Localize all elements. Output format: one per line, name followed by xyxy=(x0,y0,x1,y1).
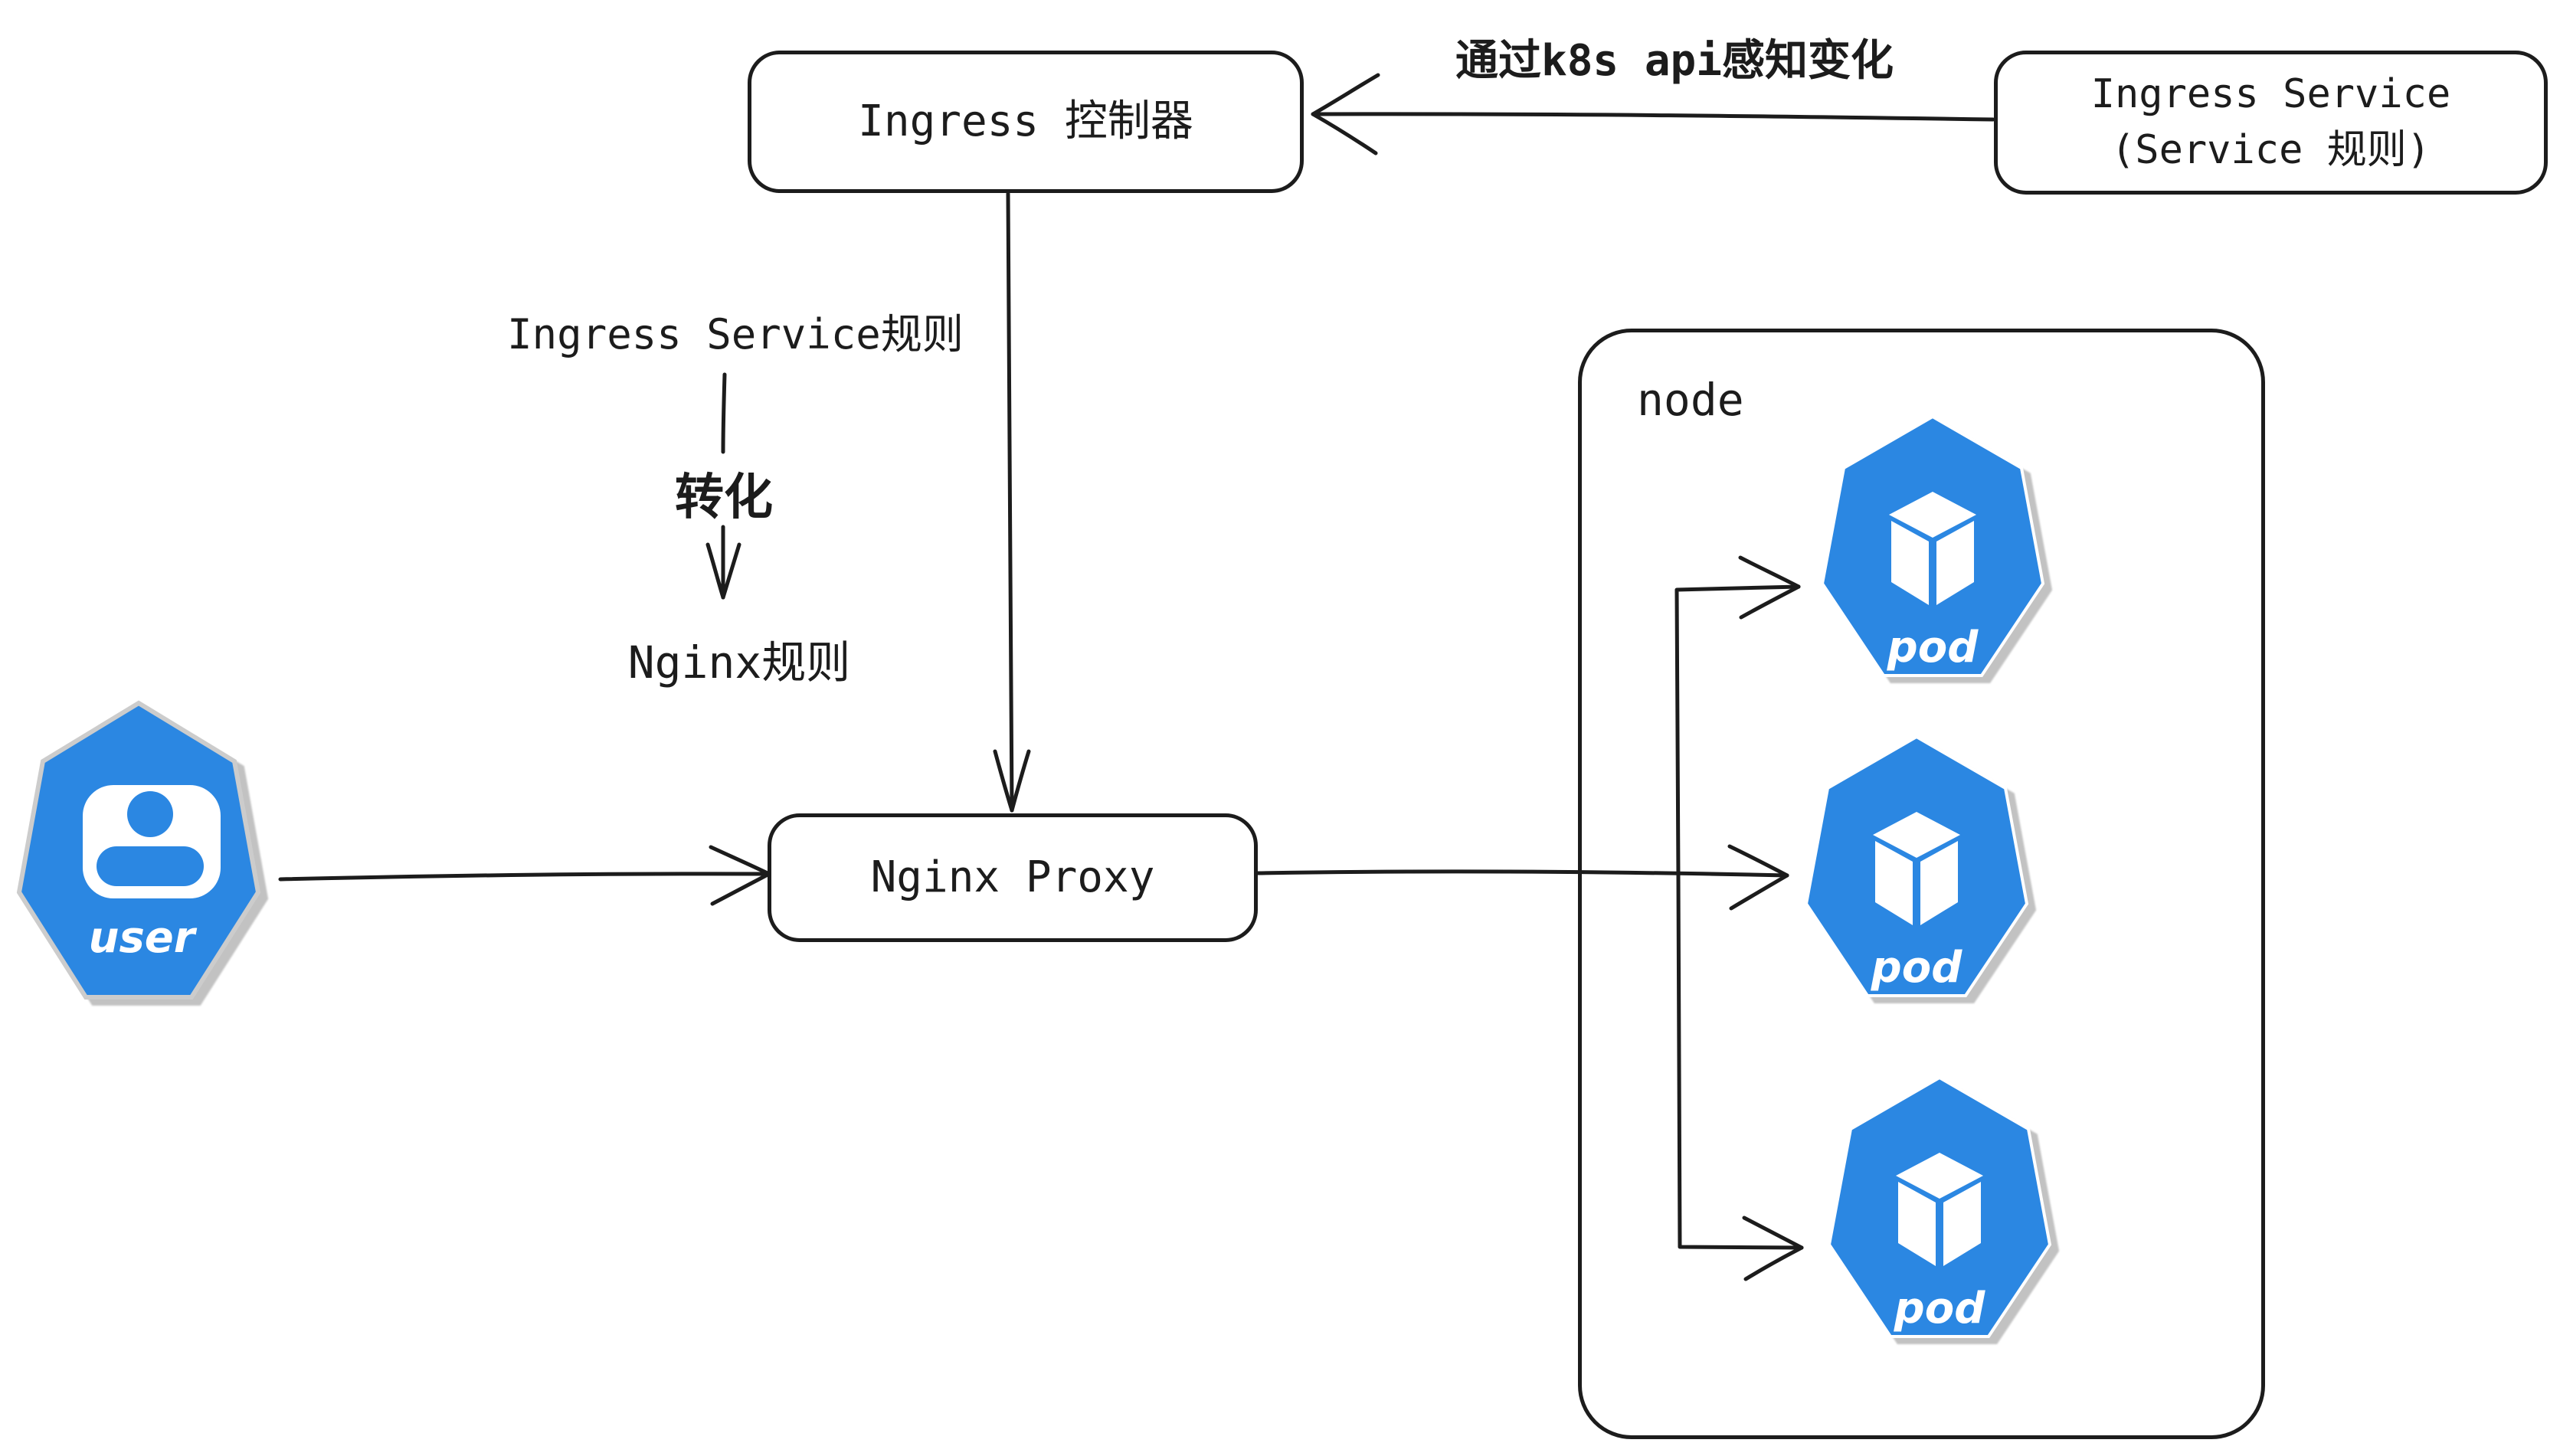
arrow-user-to-nginx xyxy=(278,845,771,906)
pod-heptagon xyxy=(1804,735,2029,997)
pod-icon-label: pod xyxy=(1871,943,1963,993)
user-avatar-head xyxy=(127,791,173,837)
cube-top-face xyxy=(1889,492,1976,538)
pod-icon-label: pod xyxy=(1887,623,1979,672)
line-ingress-rules-to-transform xyxy=(721,372,727,454)
user-icon-label: user xyxy=(89,913,198,963)
pod-heptagon xyxy=(1820,415,2045,677)
transform-annotation: 转化 xyxy=(675,470,773,526)
nginx-proxy-box: Nginx Proxy xyxy=(768,813,1258,942)
cube-right-face xyxy=(1943,1182,1981,1266)
user-avatar-body xyxy=(97,846,204,886)
arrow-transform-to-nginx-rules xyxy=(705,525,741,600)
ingress-controller-label: Ingress 控制器 xyxy=(858,96,1193,146)
nginx-rules-annotation: Nginx规则 xyxy=(627,636,851,689)
user-icon: user xyxy=(16,700,261,1000)
cube-left-face xyxy=(1891,521,1929,605)
cube-left-face xyxy=(1875,841,1913,925)
pod-icon: pod xyxy=(1827,1076,2052,1338)
node-label: node xyxy=(1637,374,1744,426)
ingress-service-label-line1: Ingress Service xyxy=(2090,71,2451,118)
pod-icon: pod xyxy=(1804,735,2029,997)
cube-left-face xyxy=(1898,1182,1936,1266)
pod-icon: pod xyxy=(1820,415,2045,677)
cube-top-face xyxy=(1873,812,1960,858)
cube-right-face xyxy=(1936,521,1974,605)
arrow-controller-to-nginx xyxy=(993,191,1031,813)
pod-icon-label: pod xyxy=(1894,1284,1986,1333)
nginx-proxy-label: Nginx Proxy xyxy=(870,852,1155,902)
api-watch-annotation: 通过k8s api感知变化 xyxy=(1455,36,1894,86)
ingress-controller-box: Ingress 控制器 xyxy=(748,51,1304,193)
cube-top-face xyxy=(1896,1153,1983,1199)
cube-right-face xyxy=(1920,841,1958,925)
pod-heptagon xyxy=(1827,1076,2052,1338)
ingress-rules-annotation: Ingress Service规则 xyxy=(507,310,964,358)
ingress-service-box: Ingress Service (Service 规则) xyxy=(1994,51,2548,195)
ingress-service-label-line2: (Service 规则) xyxy=(2110,127,2431,173)
